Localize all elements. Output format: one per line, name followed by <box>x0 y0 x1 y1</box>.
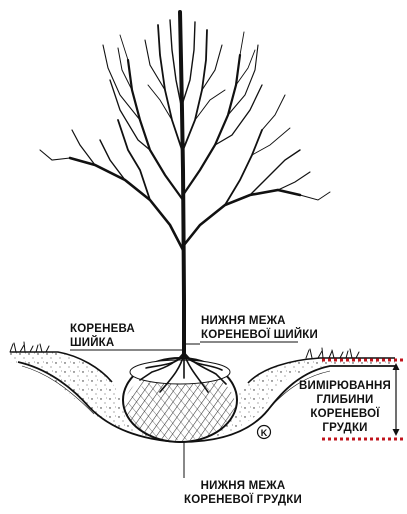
depth-measure-line-2: ГЛИБИНИ <box>316 394 374 406</box>
root-collar-line-1: КОРЕНЕВА <box>70 323 135 335</box>
depth-measure-line-1: ВИМІРЮВАННЯ <box>299 380 391 392</box>
grass-tufts <box>9 341 360 359</box>
ball-lower-bound-line-2: КОРЕНЕВОЇ ГРУДКИ <box>184 494 302 506</box>
leader-lines <box>70 341 298 478</box>
depth-measure-line-4: ГРУДКИ <box>322 422 368 434</box>
depth-measure-indicator <box>322 358 405 441</box>
collar-lower-bound-line-2: КОРЕНЕВОЇ ШИЙКИ <box>201 329 318 341</box>
ball-lower-bound-line-1: НИЖНЯ МЕЖА <box>200 480 286 492</box>
tree-crown <box>39 10 331 357</box>
root-collar-label: КОРЕНЕВА ШИЙКА <box>70 322 135 350</box>
ball-lower-bound-label: НИЖНЯ МЕЖА КОРЕНЕВОЇ ГРУДКИ <box>180 479 306 507</box>
svg-text:K: K <box>261 428 268 438</box>
copyright-k-icon: K <box>256 424 272 440</box>
collar-lower-bound-line-1: НИЖНЯ МЕЖА <box>201 315 286 327</box>
collar-lower-bound-label: НИЖНЯ МЕЖА КОРЕНЕВОЇ ШИЙКИ <box>201 314 318 342</box>
depth-measure-label: ВИМІРЮВАННЯ ГЛИБИНИ КОРЕНЕВОЇ ГРУДКИ <box>297 379 393 435</box>
depth-measure-line-3: КОРЕНЕВОЇ <box>310 408 380 420</box>
root-collar-line-2: ШИЙКА <box>70 337 115 349</box>
root-ball <box>122 351 238 443</box>
